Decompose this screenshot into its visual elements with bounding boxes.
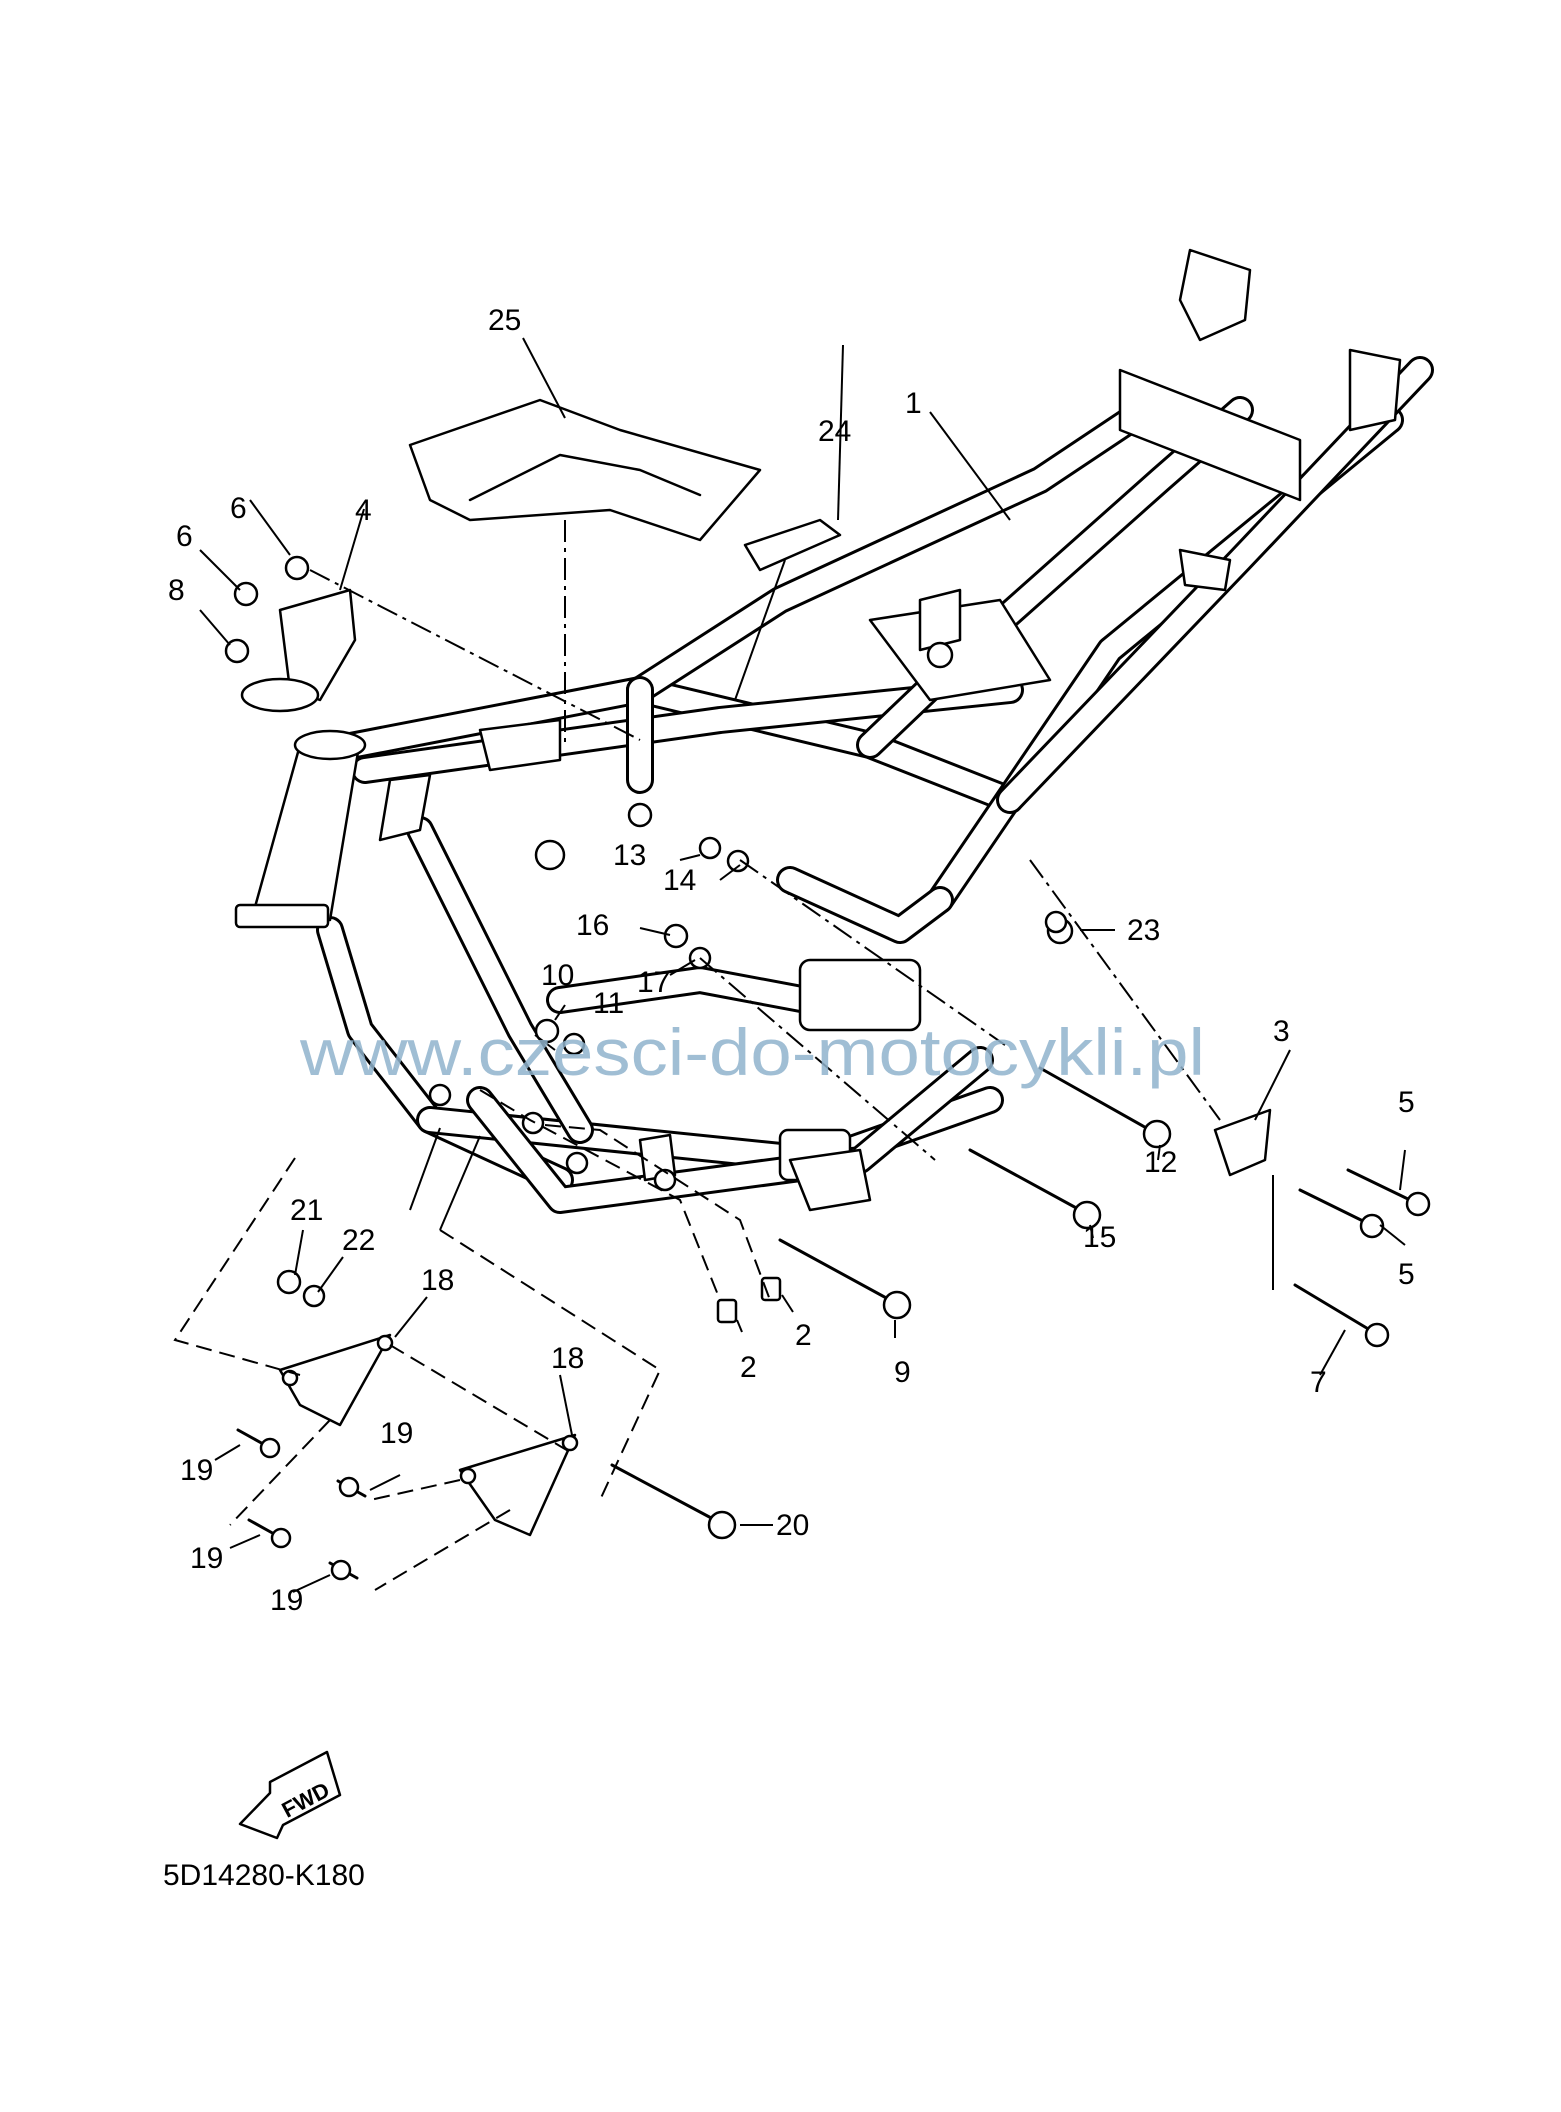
callout-9: 9 <box>894 1356 911 1389</box>
engine-bracket-18b <box>458 1433 577 1537</box>
callout-labels: 25 24 1 6 4 6 8 13 14 23 16 10 17 11 3 5… <box>168 304 1415 1617</box>
callout-23: 23 <box>1127 914 1160 947</box>
callout-2b: 2 <box>740 1351 757 1384</box>
callout-25: 24 <box>818 415 851 448</box>
callout-10: 10 <box>541 959 574 992</box>
main-frame <box>234 248 1434 1214</box>
callout-14: 14 <box>663 864 696 897</box>
callout-4: 4 <box>355 494 372 527</box>
callout-5a: 5 <box>1398 1086 1415 1119</box>
callout-24: 25 <box>488 304 521 337</box>
callout-21: 21 <box>290 1194 323 1227</box>
bolts <box>236 910 1431 1581</box>
callout-13: 13 <box>613 839 646 872</box>
callout-15: 15 <box>1083 1221 1116 1254</box>
callout-7: 7 <box>1310 1366 1327 1399</box>
callout-22: 22 <box>342 1224 375 1257</box>
watermark: www.czesci-do-motocykli.pl <box>299 1015 1205 1089</box>
callout-19c: 19 <box>190 1542 223 1575</box>
bracket-part-4 <box>278 588 357 702</box>
callout-6b: 6 <box>176 520 193 553</box>
callout-18a: 18 <box>421 1264 454 1297</box>
fwd-arrow-icon: FWD <box>238 1750 342 1840</box>
callout-17: 17 <box>637 966 670 999</box>
engine-bracket-18a <box>278 1333 392 1427</box>
callout-12: 12 <box>1144 1146 1177 1179</box>
callout-1: 1 <box>905 387 922 420</box>
callout-3: 3 <box>1273 1015 1290 1048</box>
callout-19d: 19 <box>270 1584 303 1617</box>
callout-5b: 5 <box>1398 1258 1415 1291</box>
part-code: 5D14280-K180 <box>163 1859 365 1892</box>
callout-18b: 18 <box>551 1342 584 1375</box>
fasteners <box>224 555 1074 1324</box>
bracket-part-3 <box>1213 1108 1272 1177</box>
plate-part-25 <box>743 518 842 572</box>
callout-19b: 19 <box>180 1454 213 1487</box>
callout-20: 20 <box>776 1509 809 1542</box>
callout-8: 8 <box>168 574 185 607</box>
callout-16: 16 <box>576 909 609 942</box>
callout-6a: 6 <box>230 492 247 525</box>
callout-11: 11 <box>593 987 624 1020</box>
callout-19a: 19 <box>380 1417 413 1450</box>
leader-lines <box>173 337 1406 1593</box>
callout-2a: 2 <box>795 1319 812 1352</box>
